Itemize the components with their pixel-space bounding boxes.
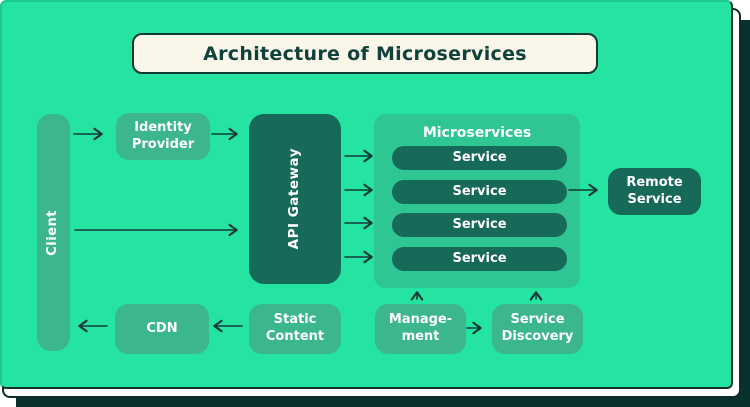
diagram-title-box: Architecture of Microservices	[132, 33, 598, 74]
node-service-4: Service	[392, 247, 567, 271]
node-remote-service: Remote Service	[608, 168, 701, 215]
diagram-board: Architecture of Microservices Client Ide…	[0, 0, 733, 389]
node-management: Manage- ment	[375, 304, 466, 354]
node-static-content-label: Static Content	[265, 312, 325, 344]
node-static-content: Static Content	[249, 304, 341, 354]
node-client-label: Client	[45, 209, 61, 256]
diagram-title: Architecture of Microservices	[203, 42, 527, 65]
node-api-gateway: API Gateway	[249, 114, 341, 284]
node-remote-service-label: Remote Service	[626, 174, 683, 207]
node-client: Client	[37, 114, 70, 351]
node-service-discovery-label: Service Discovery	[501, 312, 574, 344]
node-service-discovery: Service Discovery	[492, 304, 583, 354]
node-identity-provider: Identity Provider	[116, 113, 210, 160]
node-service-1: Service	[392, 146, 567, 170]
group-microservices-title: Microservices	[422, 125, 532, 141]
node-cdn-label: CDN	[146, 320, 178, 336]
node-service-2: Service	[392, 180, 567, 204]
group-microservices: Microservices Service Service Service Se…	[374, 114, 580, 288]
node-management-label: Manage- ment	[388, 312, 453, 344]
node-service-3: Service	[392, 213, 567, 237]
node-cdn: CDN	[115, 304, 209, 354]
node-api-gateway-label: API Gateway	[286, 148, 303, 250]
node-identity-provider-label: Identity Provider	[131, 119, 195, 152]
